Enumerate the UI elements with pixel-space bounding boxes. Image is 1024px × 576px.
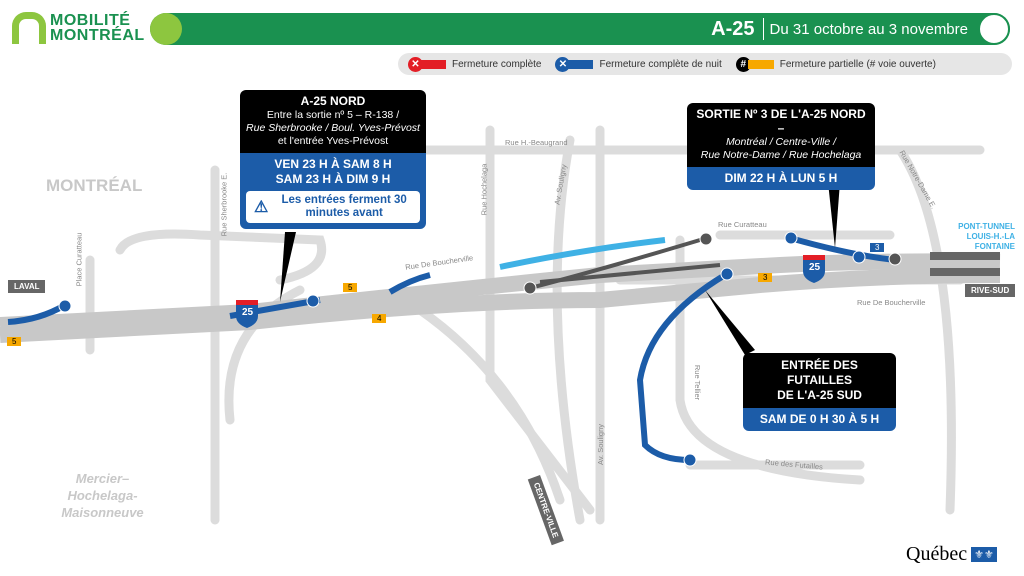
pointer-lines <box>280 182 840 355</box>
lane-badge: 5 <box>343 283 358 292</box>
legend-night: ✕ Fermeture complète de nuit <box>555 56 722 72</box>
warning-text: Les entrées ferment 30 minutes avant <box>281 194 407 219</box>
legend-label: Fermeture complète <box>452 58 542 70</box>
area-montreal: MONTRÉAL <box>46 176 143 195</box>
road-notre-dame <box>895 145 956 515</box>
night-closure-futailles <box>636 272 727 463</box>
callout-text: et l'entrée Yves-Prévost <box>277 135 389 147</box>
callout-time: SAM DE 0 H 30 À 5 H <box>743 408 896 431</box>
logo-line2: MONTRÉAL <box>50 27 145 44</box>
callout-text: Entre la sortie nº 5 – R-138 / <box>266 109 400 121</box>
lane-badge: 3 <box>870 243 885 252</box>
street-label: Rue Hochelaga <box>479 163 489 216</box>
legend-label: Fermeture complète de nuit <box>599 58 722 70</box>
legend: ✕ Fermeture complète ✕ Fermeture complète … <box>398 53 1012 75</box>
road-tellier <box>675 235 865 485</box>
callout-time: VEN 23 H À SAM 8 H <box>274 157 392 171</box>
street-label: Rue Curatteau <box>718 220 767 229</box>
callout-text: Montréal / Centre-Ville / <box>725 136 837 148</box>
street-label: Rue De Boucherville <box>857 298 926 307</box>
night-closure-sortie3 <box>789 235 896 263</box>
divider <box>762 18 764 40</box>
street-label: Place Curatteau <box>74 232 84 287</box>
logo-m-icon <box>12 12 46 44</box>
lane-badge: 5 <box>7 337 22 346</box>
quebec-wordmark: Québec <box>906 543 968 565</box>
callout-time: DIM 22 H À LUN 5 H <box>687 167 875 190</box>
street-label: Av. Souligny <box>596 424 605 465</box>
banner-end <box>978 13 1010 45</box>
callout-time: SAM 23 H À DIM 9 H <box>275 172 391 186</box>
lane-badge: 3 <box>758 273 773 282</box>
ramp-closure <box>499 237 666 270</box>
warning-icon: ⚠ <box>254 198 269 216</box>
highway-title: A-25 <box>711 17 755 40</box>
legend-label: Fermeture partielle (# voie ouverte) <box>779 58 936 70</box>
title-banner: A-25 Du 31 octobre au 3 novembre <box>150 13 1010 45</box>
callout-text: Rue Sherbrooke / Boul. Yves-Prévost <box>246 122 420 134</box>
legend-complete: ✕ Fermeture complète <box>408 56 542 72</box>
callout-text: Rue Notre-Dame / Rue Hochelaga <box>700 149 862 161</box>
logo-line1: MOBILITÉ <box>50 12 131 29</box>
direction-rive-sud: RIVE-SUD <box>965 284 1016 297</box>
callout-title: SORTIE Nº 3 DE L'A-25 NORD – <box>696 107 866 135</box>
quebec-logo: Québec ⚜⚜ <box>906 543 997 566</box>
legend-partial: # Fermeture partielle (# voie ouverte) <box>735 56 936 72</box>
shield-label: 25 <box>242 307 254 318</box>
direction-laval: LAVAL <box>8 280 46 293</box>
tunnel-label: PONT-TUNNEL LOUIS-H.-LA FONTAINE <box>958 222 1015 251</box>
hash-icon: # <box>735 56 751 72</box>
callout-sortie3: SORTIE Nº 3 DE L'A-25 NORD –Montréal / C… <box>687 103 875 190</box>
callout-title: ENTRÉE DES FUTAILLES <box>781 358 858 387</box>
night-closure-markers <box>58 231 902 467</box>
close-icon: ✕ <box>408 56 423 72</box>
lane-badge: 4 <box>372 314 387 323</box>
street-label: Rue H.-Beaugrand <box>505 138 568 147</box>
street-label: Rue Sherbrooke E. <box>219 172 229 237</box>
shield-icon <box>236 255 825 328</box>
callout-title: A-25 NORD <box>300 94 366 108</box>
close-icon: ✕ <box>555 56 571 72</box>
date-range: Du 31 octobre au 3 novembre <box>769 20 968 38</box>
street-label: Rue Tellier <box>693 364 703 401</box>
callout-title: DE L'A-25 SUD <box>777 388 862 402</box>
area-mhm: Mercier–Hochelaga-Maisonneuve <box>61 471 144 520</box>
shield-label: 25 <box>809 262 821 273</box>
fleur-de-lys-flag-icon: ⚜⚜ <box>971 547 997 562</box>
banner-dot <box>150 13 182 45</box>
